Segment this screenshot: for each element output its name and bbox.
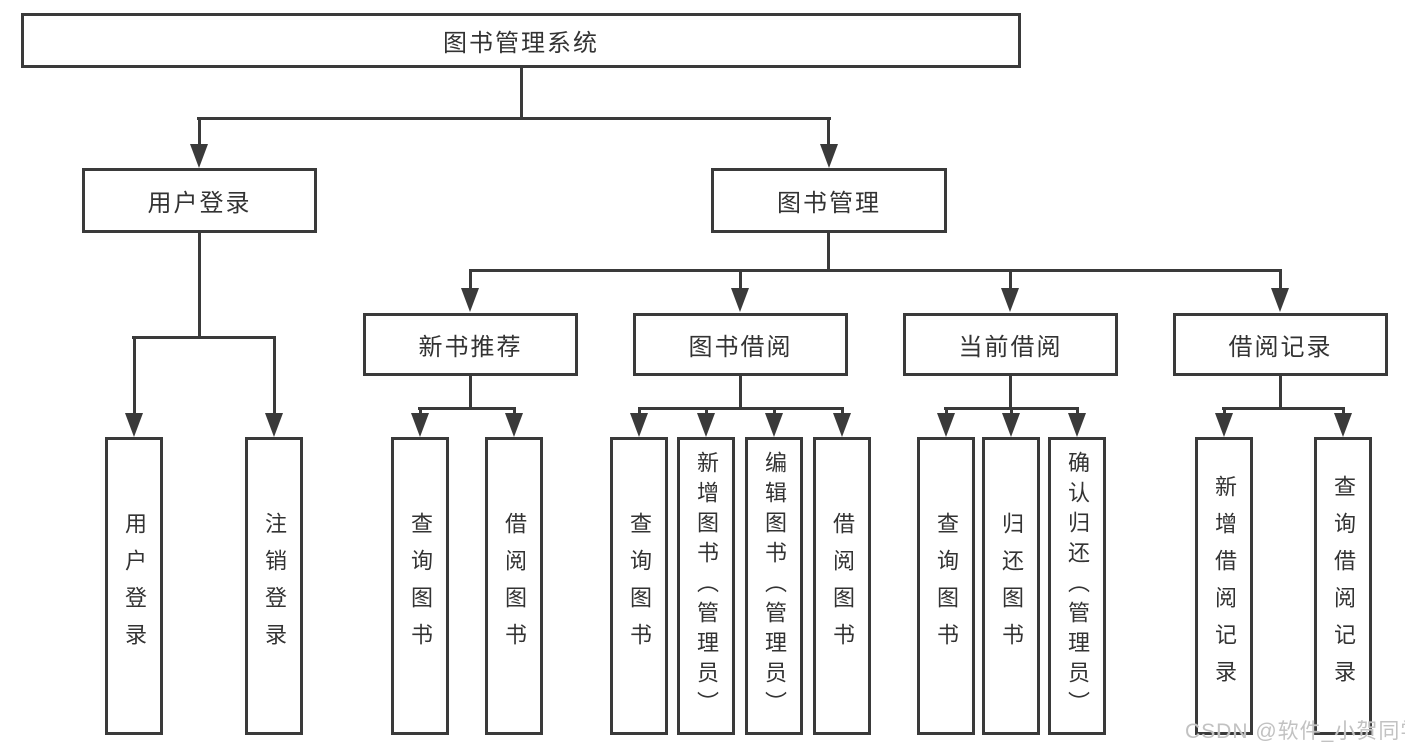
- node-current-borrow: 当前借阅: [903, 313, 1118, 376]
- leaf-user-login: 用户登录: [105, 437, 163, 735]
- leaf-add-borrow-record: 新增借阅记录: [1195, 437, 1253, 735]
- connector-line: [198, 233, 201, 339]
- arrow-down-icon: [1271, 288, 1289, 312]
- leaf-query-borrow-record: 查询借阅记录: [1314, 437, 1372, 735]
- connector-line: [469, 269, 1282, 272]
- connector-line: [1076, 407, 1079, 416]
- connector-line: [1010, 407, 1013, 416]
- arrow-down-icon: [1002, 413, 1020, 437]
- arrow-down-icon: [630, 413, 648, 437]
- leaf-recommend-query-books: 查询图书: [391, 437, 449, 735]
- node-user-login: 用户登录: [82, 168, 317, 233]
- connector-line: [705, 407, 708, 416]
- connector-line: [945, 407, 948, 416]
- csdn-watermark: CSDN @软件_小贺同学: [1185, 720, 1405, 743]
- connector-line: [469, 269, 472, 291]
- node-book-management-label: 图书管理: [777, 190, 881, 217]
- leaf-add-books-admin-label: 新增图书（管理员）: [694, 451, 719, 721]
- node-borrow-records-label: 借阅记录: [1228, 334, 1333, 361]
- node-book-management: 图书管理: [711, 168, 947, 233]
- leaf-edit-books-admin: 编辑图书（管理员）: [745, 437, 803, 735]
- leaf-logout-label: 注销登录: [262, 512, 287, 660]
- node-root: 图书管理系统: [21, 13, 1021, 68]
- leaf-edit-books-admin-label: 编辑图书（管理员）: [762, 451, 787, 721]
- node-new-book-recommend: 新书推荐: [363, 313, 578, 376]
- arrow-down-icon: [1001, 288, 1019, 312]
- connector-line: [469, 376, 472, 410]
- leaf-return-books: 归还图书: [982, 437, 1040, 735]
- node-borrow-records: 借阅记录: [1173, 313, 1388, 376]
- arrow-down-icon: [190, 144, 208, 168]
- connector-line: [1009, 269, 1012, 291]
- arrow-down-icon: [937, 413, 955, 437]
- connector-line: [1279, 269, 1282, 291]
- connector-line: [1222, 407, 1344, 410]
- arrow-down-icon: [1334, 413, 1352, 437]
- connector-line: [739, 376, 742, 410]
- node-new-book-recommend-label: 新书推荐: [418, 334, 523, 361]
- connector-line: [841, 407, 844, 416]
- connector-line: [513, 407, 516, 416]
- arrow-down-icon: [731, 288, 749, 312]
- connector-line: [773, 407, 776, 416]
- arrow-down-icon: [1068, 413, 1086, 437]
- connector-line: [1009, 376, 1012, 410]
- node-book-borrow: 图书借阅: [633, 313, 848, 376]
- leaf-confirm-return-admin-label: 确认归还（管理员）: [1065, 451, 1090, 721]
- connector-line: [1342, 407, 1345, 416]
- connector-line: [133, 336, 136, 416]
- arrow-down-icon: [820, 144, 838, 168]
- leaf-borrow-books: 借阅图书: [813, 437, 871, 735]
- leaf-add-books-admin: 新增图书（管理员）: [677, 437, 735, 735]
- connector-line: [739, 269, 742, 291]
- connector-line: [197, 117, 831, 120]
- leaf-current-query-books: 查询图书: [917, 437, 975, 735]
- arrow-down-icon: [411, 413, 429, 437]
- connector-line: [638, 407, 843, 410]
- leaf-borrow-books-label: 借阅图书: [830, 512, 855, 660]
- connector-line: [198, 117, 201, 147]
- leaf-confirm-return-admin: 确认归还（管理员）: [1048, 437, 1106, 735]
- leaf-recommend-query-books-label: 查询图书: [408, 512, 433, 660]
- arrow-down-icon: [1215, 413, 1233, 437]
- connector-line: [1223, 407, 1226, 416]
- leaf-user-login-label: 用户登录: [122, 512, 147, 660]
- arrow-down-icon: [461, 288, 479, 312]
- arrow-down-icon: [505, 413, 523, 437]
- leaf-logout: 注销登录: [245, 437, 303, 735]
- arrow-down-icon: [125, 413, 143, 437]
- connector-line: [273, 336, 276, 416]
- connector-line: [827, 117, 830, 147]
- arrow-down-icon: [765, 413, 783, 437]
- node-book-borrow-label: 图书借阅: [688, 334, 793, 361]
- leaf-recommend-borrow-books: 借阅图书: [485, 437, 543, 735]
- connector-line: [638, 407, 641, 416]
- arrow-down-icon: [265, 413, 283, 437]
- connector-line: [520, 68, 523, 120]
- arrow-down-icon: [833, 413, 851, 437]
- connector-line: [419, 407, 422, 416]
- connector-line: [827, 233, 830, 272]
- node-user-login-label: 用户登录: [147, 190, 252, 217]
- leaf-borrow-query-books-label: 查询图书: [627, 512, 652, 660]
- leaf-query-borrow-record-label: 查询借阅记录: [1331, 475, 1356, 697]
- leaf-borrow-query-books: 查询图书: [610, 437, 668, 735]
- leaf-return-books-label: 归还图书: [999, 512, 1024, 660]
- leaf-add-borrow-record-label: 新增借阅记录: [1212, 475, 1237, 697]
- connector-line: [132, 336, 275, 339]
- node-root-label: 图书管理系统: [443, 30, 599, 57]
- connector-line: [418, 407, 515, 410]
- arrow-down-icon: [697, 413, 715, 437]
- connector-line: [1279, 376, 1282, 410]
- node-current-borrow-label: 当前借阅: [958, 334, 1063, 361]
- leaf-recommend-borrow-books-label: 借阅图书: [502, 512, 527, 660]
- leaf-current-query-books-label: 查询图书: [934, 512, 959, 660]
